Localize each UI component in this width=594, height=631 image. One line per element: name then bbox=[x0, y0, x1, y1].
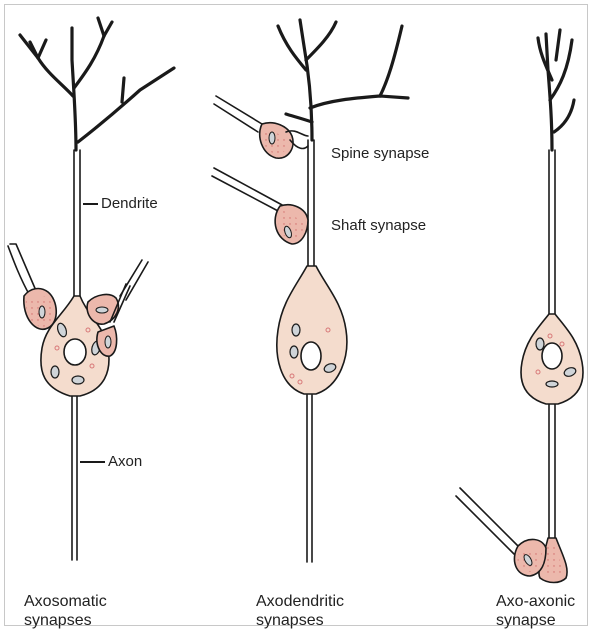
neuron-axosomatic bbox=[8, 18, 174, 560]
neuron-axodendritic bbox=[212, 20, 408, 562]
shaft-synapse-terminal bbox=[212, 168, 308, 244]
caption-axodendritic-line1: Axodendritic bbox=[256, 592, 344, 611]
caption-axoaxonic: Axo-axonic synapse bbox=[496, 592, 575, 630]
dendrite-shaft-3 bbox=[549, 150, 555, 318]
spine-synapse-terminal bbox=[214, 96, 308, 158]
caption-axosomatic-line1: Axosomatic bbox=[24, 592, 107, 611]
caption-axoaxonic-line1: Axo-axonic bbox=[496, 592, 575, 611]
dendrite-tree-2 bbox=[278, 20, 408, 140]
axoaxonic-terminal bbox=[456, 488, 546, 576]
nucleus-2 bbox=[301, 342, 321, 370]
caption-axoaxonic-line2: synapse bbox=[496, 611, 575, 630]
soma-2 bbox=[277, 266, 347, 394]
shaft-synapse-label: Shaft synapse bbox=[331, 218, 426, 234]
dendrite-label: Dendrite bbox=[101, 196, 158, 212]
nucleus-3 bbox=[542, 343, 562, 369]
axon-2 bbox=[307, 395, 312, 562]
axosomatic-terminal-left bbox=[8, 244, 56, 329]
nucleus-1 bbox=[64, 339, 86, 365]
dendrite-tree-1 bbox=[20, 18, 174, 150]
caption-axosomatic: Axosomatic synapses bbox=[24, 592, 107, 630]
caption-axosomatic-line2: synapses bbox=[24, 611, 107, 630]
spine-synapse-label: Spine synapse bbox=[331, 146, 429, 162]
dendrite-shaft-2 bbox=[308, 140, 314, 270]
axon-1 bbox=[72, 395, 77, 560]
dendrite-tree-3 bbox=[538, 30, 574, 150]
neuron-axoaxonic bbox=[456, 30, 583, 583]
caption-axodendritic-line2: synapses bbox=[256, 611, 344, 630]
axon-label: Axon bbox=[108, 454, 142, 470]
dendrite-shaft-1 bbox=[74, 150, 80, 300]
caption-axodendritic: Axodendritic synapses bbox=[256, 592, 344, 630]
axon-3 bbox=[549, 400, 555, 540]
